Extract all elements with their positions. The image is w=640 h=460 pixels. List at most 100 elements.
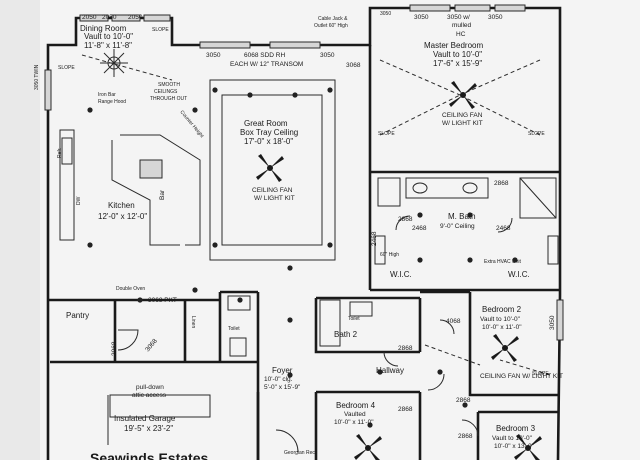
transom-2: EACH W/ 12" TRANSOM bbox=[230, 61, 303, 68]
slope-master-left: SLOPE bbox=[378, 131, 395, 137]
georgian-rect: Georgian Rect bbox=[284, 450, 317, 456]
attic-hatch bbox=[109, 394, 211, 418]
slope-left: SLOPE bbox=[58, 65, 75, 71]
room-great-name: Great Room bbox=[244, 119, 288, 128]
room-pantry-name: Pantry bbox=[66, 311, 89, 320]
win-3050-left: 3050 bbox=[206, 52, 221, 59]
room-bed3-name: Bedroom 3 bbox=[496, 424, 536, 433]
transom-1: 6068 SDD RH bbox=[244, 52, 285, 59]
room-foyer-name: Foyer bbox=[272, 366, 293, 375]
room-bed3-sub: Vault to 10'-0" bbox=[492, 435, 533, 442]
room-garage-dim: 19'-5" x 23'-2" bbox=[124, 424, 173, 433]
win-hc: HC bbox=[456, 31, 466, 38]
door-2868-c: 2868 bbox=[398, 345, 413, 352]
toilet-label: Toilet bbox=[228, 326, 240, 332]
win-mulled: mulled bbox=[452, 22, 472, 29]
room-bed2-sub: Vault to 10'-0" bbox=[480, 316, 521, 323]
room-great-dim: 17'-0" x 18'-0" bbox=[244, 137, 293, 146]
win-top-3: 2050 bbox=[128, 14, 143, 21]
win-top-2: 2050 bbox=[102, 14, 117, 21]
room-kitchen-dim: 12'-0" x 12'-0" bbox=[98, 212, 147, 221]
room-bed4-dim: 10'-0" x 11'-0" bbox=[334, 419, 374, 426]
room-master: Master Bedroom Vault to 10'-0" 17'-6" x … bbox=[424, 41, 483, 127]
slope-arrows bbox=[81, 54, 551, 376]
room-wic1-name: W.I.C. bbox=[390, 270, 412, 279]
room-bed3: Bedroom 3 Vault to 10'-0" 10'-0" x 13'-0… bbox=[492, 424, 536, 450]
win-3050-bed2: 3050 bbox=[549, 315, 556, 330]
bed2-fan-label: CEILING FAN W/ LIGHT KIT bbox=[480, 373, 563, 380]
room-master-name: Master Bedroom bbox=[424, 41, 483, 50]
bar-label: Bar bbox=[159, 189, 166, 200]
room-mbath-name: M. Bath bbox=[448, 212, 476, 221]
great-fan-label: CEILING FAN bbox=[252, 187, 293, 194]
win-3050-c: 3050 bbox=[488, 14, 503, 21]
win-3050-mulled: 3050 w/ bbox=[447, 14, 470, 21]
room-kitchen: Kitchen 12'-0" x 12'-0" bbox=[98, 201, 147, 221]
room-bed2-name: Bedroom 2 bbox=[482, 305, 522, 314]
garage-pulldown-1: pull-down bbox=[136, 384, 164, 391]
room-wic2-name: W.I.C. bbox=[508, 270, 530, 279]
smooth-2: CEILINGS bbox=[154, 89, 178, 95]
room-great-sub: Box Tray Ceiling bbox=[240, 128, 298, 137]
door-2068: 2068 bbox=[111, 341, 118, 356]
room-foyer-dim: 5'-0" x 15'-9" bbox=[264, 384, 301, 391]
win-3050-a: 3050 bbox=[380, 11, 391, 17]
bath2-fixtures bbox=[227, 295, 373, 357]
linen-label: Linen bbox=[190, 316, 196, 328]
great-room-tray bbox=[209, 79, 336, 261]
twin-window: 3050 TWIN bbox=[34, 64, 40, 90]
master-bath-fixtures bbox=[374, 177, 559, 265]
room-garage-name: Insulated Garage bbox=[114, 414, 176, 423]
iron-bar-1: Iron Bar bbox=[98, 92, 116, 98]
win-3050-b: 3050 bbox=[414, 14, 429, 21]
win-top-1: 2050 bbox=[82, 14, 97, 21]
room-dining-sub: Vault to 10'-0" bbox=[84, 32, 133, 41]
room-dining: Dining Room Vault to 10'-0" 11'-8" x 11'… bbox=[80, 24, 133, 50]
windows bbox=[44, 4, 564, 341]
bath2-toilet-label: Toilet bbox=[348, 316, 360, 322]
room-bed3-dim: 10'-0" x 13'-0" bbox=[494, 443, 535, 450]
master-fan-label: CEILING FAN bbox=[442, 112, 483, 119]
garage-pulldown-2: attic access bbox=[132, 392, 167, 399]
refrigerator: Refr. bbox=[57, 147, 63, 158]
room-bed4: Bedroom 4 Vaulted 10'-0" x 11'-0" bbox=[334, 401, 376, 426]
kitchen-counters bbox=[59, 129, 201, 246]
door-2468-c: 2468 bbox=[371, 231, 378, 246]
attic-hvac: Extra HVAC Unit bbox=[484, 259, 521, 265]
room-master-sub: Vault to 10'-0" bbox=[433, 50, 482, 59]
room-dining-name: Dining Room bbox=[80, 24, 127, 33]
iron-bar-2: Range Hood bbox=[98, 99, 126, 105]
slope-master-right: SLOPE bbox=[528, 131, 545, 137]
door-3068-pkt: 3068 PKT bbox=[148, 297, 177, 304]
walls bbox=[46, 6, 562, 460]
door-2468-b: 2468 bbox=[496, 225, 511, 232]
paper-sheet bbox=[40, 0, 640, 460]
door-4068: 4068 bbox=[446, 318, 461, 325]
room-mbath-sub: 9'-0" Ceiling bbox=[440, 223, 475, 230]
door-2468-a: 2468 bbox=[412, 225, 427, 232]
room-bath2-name: Bath 2 bbox=[334, 330, 358, 339]
slope-bed2: SLOPE bbox=[532, 371, 549, 377]
door-2868-e: 2868 bbox=[456, 397, 471, 404]
estate-sign: Seawinds Estates bbox=[90, 450, 208, 460]
smooth-1: SMOOTH bbox=[158, 82, 180, 88]
room-bed4-name: Bedroom 4 bbox=[336, 401, 376, 410]
dining-chandelier bbox=[100, 49, 128, 77]
win-3050-mid: 3050 bbox=[320, 52, 335, 59]
great-fan-kit: W/ LIGHT KIT bbox=[254, 195, 295, 202]
room-foyer: Foyer 10'-0" clg. 5'-0" x 15'-9" bbox=[264, 366, 301, 391]
dishwasher: DW bbox=[76, 196, 82, 205]
room-mbath: M. Bath 9'-0" Ceiling bbox=[440, 212, 476, 230]
room-master-dim: 17'-6" x 15'-9" bbox=[433, 59, 482, 68]
door-2868-a: 2868 bbox=[494, 180, 509, 187]
smooth-3: THROUGH OUT bbox=[150, 96, 187, 102]
room-kitchen-name: Kitchen bbox=[108, 201, 135, 210]
cable-jack-2: Outlet 60" High bbox=[314, 23, 348, 29]
room-bed2: Bedroom 2 Vault to 10'-0" 10'-0" x 11'-0… bbox=[480, 305, 563, 380]
room-foyer-sub: 10'-0" clg. bbox=[264, 376, 293, 383]
room-hallway-name: Hallway bbox=[376, 366, 404, 375]
room-bed2-dim: 10'-0" x 11'-0" bbox=[482, 324, 522, 331]
master-fan-kit: W/ LIGHT KIT bbox=[442, 120, 483, 127]
room-garage: Insulated Garage 19'-5" x 23'-2" pull-do… bbox=[114, 384, 176, 433]
room-great: Great Room Box Tray Ceiling 17'-0" x 18'… bbox=[240, 119, 298, 202]
